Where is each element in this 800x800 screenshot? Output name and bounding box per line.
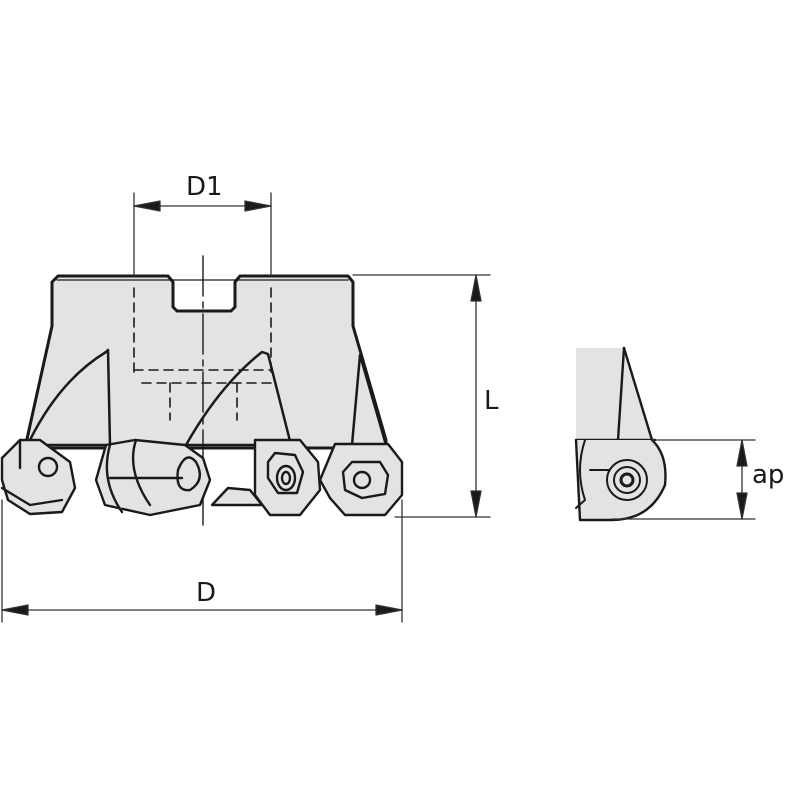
dimension-d1: [133, 192, 272, 277]
dimension-l: [352, 274, 491, 518]
dimension-d: [1, 499, 403, 623]
dimension-label-d1: D1: [186, 172, 223, 202]
dimension-ap: [611, 439, 756, 520]
insert-detail-view: [574, 346, 667, 522]
dimension-label-d: D: [196, 578, 217, 608]
hidden-bore-lines: [133, 287, 272, 421]
dimension-label-l: L: [484, 386, 499, 416]
dimension-label-ap: ap: [752, 460, 785, 490]
inserts: [0, 438, 404, 517]
chip-flutes: [18, 348, 388, 447]
